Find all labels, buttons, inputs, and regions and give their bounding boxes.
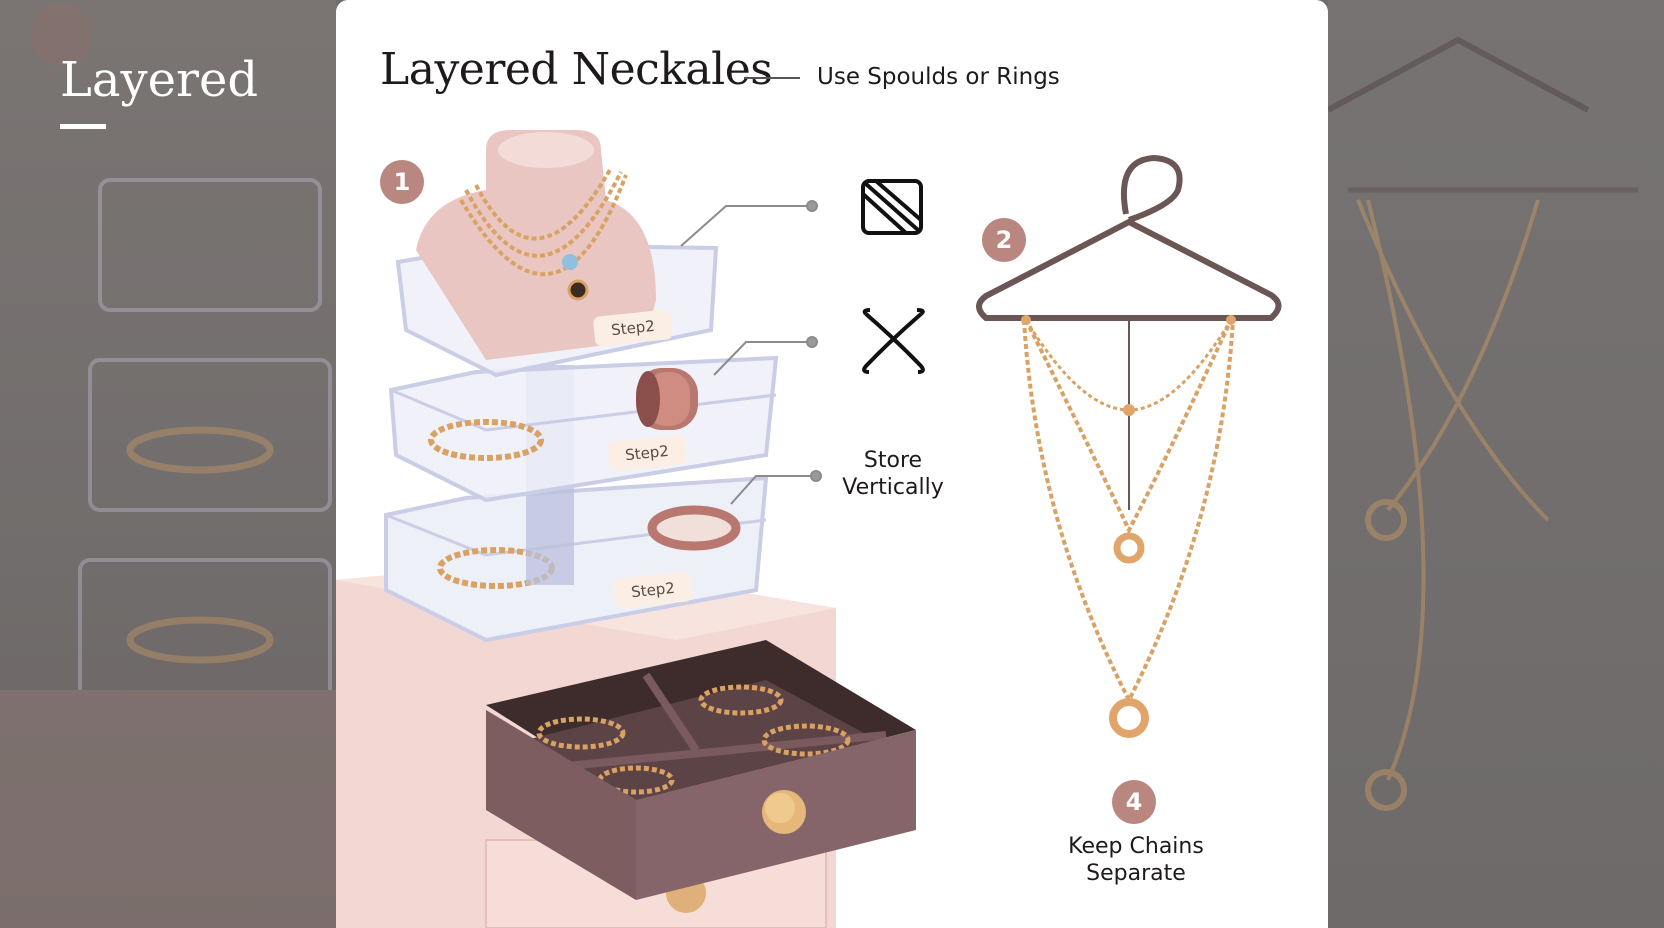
page-title: Layered Neckales	[380, 44, 773, 95]
background-step-badge	[30, 4, 92, 66]
step-badge-2: 2	[982, 218, 1026, 262]
step-badge-4: 4	[1112, 780, 1156, 824]
necklace-bust	[416, 130, 656, 360]
background-title: Layered	[60, 52, 259, 108]
background-right-panel	[1328, 0, 1664, 928]
background-blurred-organizer	[0, 178, 336, 928]
organizer-illustration	[336, 130, 1282, 928]
store-vertically-label: Store Vertically	[828, 447, 958, 501]
background-left-panel: Layered	[0, 0, 336, 928]
store-vertically-line-1: Store	[863, 448, 923, 473]
callout-lines	[680, 200, 822, 505]
box-cross-icon	[861, 179, 923, 235]
hanger-illustration	[976, 154, 1282, 738]
title-divider	[744, 77, 800, 79]
page-subtitle: Use Spoulds or Rings	[817, 64, 1060, 90]
keep-chains-separate-label: Keep Chains Separate	[1068, 834, 1204, 886]
store-vertically-line-2: Vertically	[842, 475, 944, 500]
step-badge-1: 1	[380, 160, 424, 204]
background-blurred-hanger	[1328, 36, 1638, 811]
acrylic-tray-middle	[388, 355, 779, 503]
crossed-hooks-icon	[862, 308, 925, 374]
velvet-drawer	[486, 640, 916, 900]
infographic-card: Layered Neckales Use Spoulds or Rings 1 …	[336, 0, 1328, 928]
background-title-underline	[60, 124, 106, 129]
